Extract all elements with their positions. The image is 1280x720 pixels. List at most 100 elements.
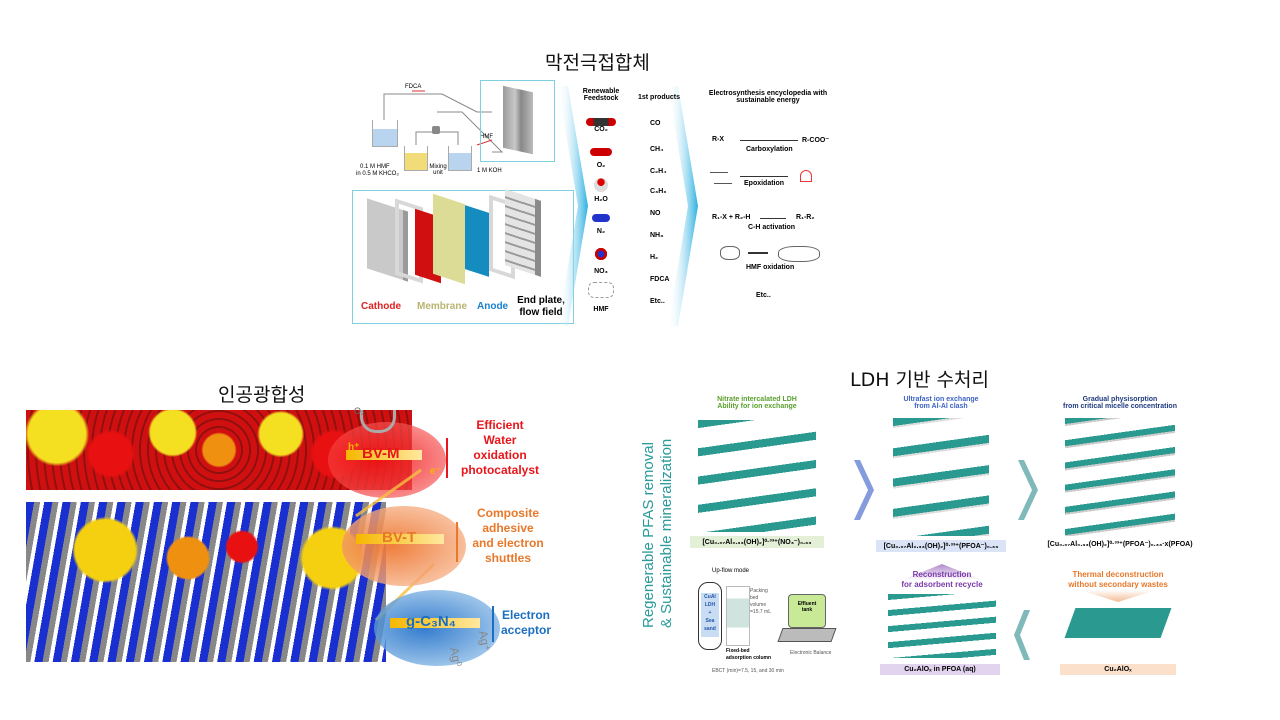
bv-t-arrow-icon bbox=[356, 534, 444, 544]
hmf-solvent-label: in 0.5 M KHCO₃ bbox=[356, 171, 399, 177]
ldh-pfoa-layers-icon bbox=[893, 418, 989, 536]
ldh-pfoa-sheets-icon bbox=[888, 594, 996, 658]
balance-label: Electronic Balance bbox=[790, 650, 832, 656]
tank-line: tank bbox=[801, 607, 813, 613]
cell-stack-icon bbox=[503, 85, 533, 155]
reaction-name: HMF oxidation bbox=[746, 264, 795, 271]
anode-label: Anode bbox=[477, 301, 509, 312]
product-item: FDCA bbox=[650, 276, 670, 283]
feedstock-label: HMF bbox=[593, 306, 609, 313]
photosynthesis-title: 인공광합성 bbox=[218, 384, 306, 406]
feedstock-no3: NO₃ bbox=[578, 244, 624, 282]
feedstock-n2: N₂ bbox=[578, 214, 624, 244]
product-item: NH₃ bbox=[650, 232, 664, 239]
fill-line: CuAl bbox=[704, 594, 716, 600]
fdca-label: FDCA bbox=[405, 84, 422, 90]
n2-molecule-icon bbox=[592, 214, 610, 222]
reactant-label: R₁-X + R₂-H bbox=[712, 214, 751, 221]
ldh-thermal-step: Thermal deconstruction without secondary… bbox=[1056, 564, 1180, 682]
alkene-structure-icon bbox=[709, 172, 733, 184]
packing-volume: Packing bed volume =15.7 mL bbox=[750, 588, 771, 616]
desc-line: oxidation bbox=[473, 448, 527, 462]
mea-exploded-view: Cathode Membrane Anode End plate, flow f… bbox=[352, 189, 574, 324]
mixing-unit-label: Mixing unit bbox=[429, 164, 447, 176]
bv-t-ellipse bbox=[342, 506, 466, 586]
desc-line: adhesive bbox=[482, 521, 534, 535]
co2-molecule-icon bbox=[586, 118, 616, 126]
bv-m-bar bbox=[446, 438, 448, 478]
reaction-name: Epoxidation bbox=[744, 180, 785, 187]
hmf-structure-icon bbox=[720, 246, 740, 260]
reaction-arrow-icon bbox=[748, 252, 768, 254]
koh-beaker bbox=[448, 146, 472, 171]
feedstock-list: CO₂ O₂ H₂O N₂ NO₃ HMF bbox=[578, 118, 624, 316]
column-setup: Up-flow mode CuAl LDH + Sea sand Packing… bbox=[694, 564, 844, 684]
thermal-text: without secondary wastes bbox=[1068, 580, 1168, 589]
no3-molecule-icon bbox=[590, 244, 612, 264]
ldh-recycle-step: Reconstruction for adsorbent recycle Cu₂… bbox=[880, 564, 1000, 682]
h2o-molecule-icon bbox=[594, 178, 608, 192]
flow-field-plate bbox=[505, 189, 541, 277]
end-plate-label: End plate, flow field bbox=[517, 295, 565, 318]
hmf-molecule-icon bbox=[588, 282, 614, 298]
hole-label: h⁺ bbox=[348, 442, 360, 453]
recycle-text: Reconstruction bbox=[912, 570, 972, 579]
bv-t-description: Composite adhesive and electron shuttles bbox=[458, 506, 558, 566]
gcn-ellipse bbox=[374, 590, 500, 666]
desc-line: and electron bbox=[472, 536, 544, 550]
thermal-formula: Cu₂AlOₓ bbox=[1060, 664, 1176, 675]
photosynthesis-figure: BV-M Efficient Water oxidation photocata… bbox=[26, 406, 558, 668]
reactant-label: R-X bbox=[712, 136, 725, 143]
packing-line: Packing bbox=[750, 588, 768, 594]
reactions-etc: Etc.. bbox=[756, 292, 771, 299]
flow-mode-label: Up-flow mode bbox=[712, 568, 750, 574]
feedstock-label: CO₂ bbox=[594, 126, 608, 133]
ldh-side-label: Regenerable PFAS removal & Sustainable m… bbox=[640, 438, 676, 628]
step-formula: [Cu₀.₆₇Al₀.₃₃(OH)₂]⁰·³³⁺(PFOA⁻)₀.₃₃ bbox=[876, 540, 1006, 552]
ldh-step-ion-exchange: Ultrafast ion exchange from Al-Al clash … bbox=[876, 396, 1006, 558]
o2-label: O₂ bbox=[354, 406, 365, 416]
column-name-line: adsorption column bbox=[726, 655, 771, 661]
cathode-label: Cathode bbox=[361, 301, 401, 312]
reaction-arrow-icon bbox=[740, 140, 798, 141]
electron-label: e⁻ bbox=[430, 466, 441, 477]
gcn-arrow-icon bbox=[390, 618, 480, 628]
feedstock-co2: CO₂ bbox=[578, 118, 624, 148]
products-header: 1st products bbox=[637, 94, 680, 101]
adsorption-column-icon: CuAl LDH + Sea sand bbox=[698, 582, 722, 650]
electronic-balance-icon bbox=[777, 628, 837, 642]
fill-line: Sea bbox=[705, 618, 715, 624]
gcn-bar bbox=[492, 606, 494, 642]
product-item: Etc.. bbox=[650, 298, 665, 305]
bv-t-gcn-layers bbox=[26, 502, 386, 662]
hmf-solution-label: 0.1 M HMF bbox=[360, 164, 390, 170]
thermal-text: Thermal deconstruction bbox=[1072, 570, 1164, 579]
step-heading: Nitrate intercalated LDH bbox=[717, 396, 797, 403]
feedstock-hmf: HMF bbox=[578, 282, 624, 316]
step-heading: Ability for ion exchange bbox=[717, 403, 797, 410]
bv-t-bar bbox=[456, 522, 458, 562]
column-name-line: Fixed-bed bbox=[726, 648, 750, 654]
hmf-label: HMF bbox=[480, 134, 493, 140]
fdca-structure-icon bbox=[778, 246, 820, 262]
desc-line: Composite bbox=[476, 506, 539, 520]
ldh-layers-icon bbox=[698, 420, 816, 532]
epoxide-structure-icon bbox=[800, 170, 812, 182]
product-item: C₃H₆ bbox=[650, 188, 667, 195]
mea-figure: FDCA HMF 0.1 M HMF in 0.5 M KHCO₃ Mixing… bbox=[352, 80, 842, 326]
ebct-label: EBCT (min)=7.5, 15, and 30 min bbox=[712, 668, 784, 674]
side-label-line: & Sustainable mineralization bbox=[658, 438, 675, 628]
desc-line: shuttles bbox=[484, 551, 531, 565]
desc-line: acceptor bbox=[500, 623, 552, 637]
chevron-arrow-1-icon bbox=[558, 86, 588, 326]
reaction-name: Carboxylation bbox=[746, 146, 793, 153]
bv-m-label: BV-M bbox=[362, 445, 400, 462]
desc-line: photocatalyst bbox=[460, 463, 539, 477]
step-heading: Gradual physisorption bbox=[1082, 396, 1158, 403]
ldh-arrow-1-icon bbox=[854, 460, 874, 520]
fill-line: sand bbox=[704, 626, 716, 632]
ldh-step-nitrate: Nitrate intercalated LDH Ability for ion… bbox=[690, 396, 824, 558]
step-heading: from Al-Al clash bbox=[914, 403, 968, 410]
column-photo-icon bbox=[726, 586, 750, 646]
mixing-unit-icon bbox=[432, 126, 440, 134]
